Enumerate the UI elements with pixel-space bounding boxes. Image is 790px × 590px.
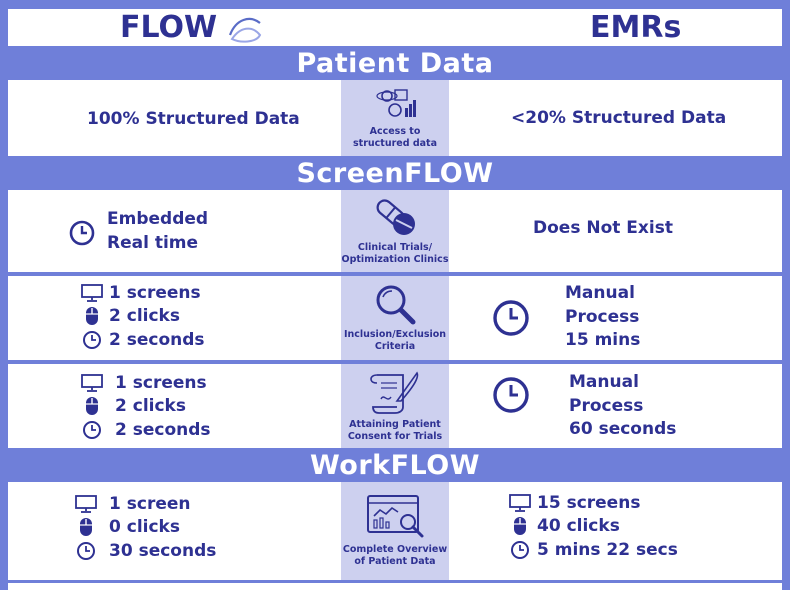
consent-right-2: Process (569, 395, 644, 416)
pill-capsule-icon (376, 199, 415, 235)
clock-icon (75, 541, 97, 561)
clinical-left-1: Embedded (107, 209, 209, 229)
clock-icon (68, 219, 96, 251)
section-patient-data: Patient Data (8, 46, 782, 80)
inclusion-left-3: 2 seconds (109, 329, 205, 350)
clock-icon (81, 420, 103, 440)
clock-icon (509, 540, 531, 560)
section-workflow: WorkFLOW (8, 448, 782, 482)
stat-row: 2 seconds (81, 328, 205, 352)
emrs-title: EMRs (590, 10, 681, 45)
consent-left-1: 1 screens (115, 372, 207, 393)
stat-row: 2 seconds (81, 418, 211, 442)
inclusion-right: Manual Process 15 mins (565, 282, 640, 353)
inclusion-right-1: Manual (565, 283, 635, 303)
structured-left: 100% Structured Data (87, 109, 300, 129)
consent-right-1: Manual (569, 372, 639, 392)
monitor-icon (75, 494, 97, 514)
inclusion-left: 1 screens 2 clicks 2 seconds (81, 281, 205, 352)
inclusion-left-2: 2 clicks (109, 306, 180, 327)
clinical-left-2: Real time (107, 232, 199, 253)
stat-row: 1 screens (81, 281, 205, 305)
bottom-strip (8, 583, 782, 590)
consent-left-2: 2 clicks (115, 396, 186, 417)
inclusion-middle: Inclusion/Exclusion Criteria (341, 276, 449, 360)
bottom-divider (8, 580, 782, 583)
monitor-icon (81, 373, 103, 393)
monitor-icon (81, 283, 103, 303)
stat-row: 40 clicks (509, 515, 678, 539)
overview-middle: Complete Overview of Patient Data (341, 482, 449, 580)
consent-caption-1: Attaining Patient (349, 419, 441, 430)
section-screenflow: ScreenFLOW (8, 156, 782, 190)
clock-icon (81, 330, 103, 350)
structured-caption-1: Access to (369, 126, 421, 137)
stat-row: 1 screen (75, 492, 216, 516)
flow-logo-icon (226, 13, 264, 49)
stat-row: 2 clicks (81, 305, 205, 329)
structured-middle: Access to structured data (341, 80, 449, 156)
header-panel (8, 9, 782, 46)
overview-right-2: 40 clicks (537, 516, 620, 537)
inclusion-left-1: 1 screens (109, 282, 201, 303)
clinical-middle: Clinical Trials/ Optimization Clinics (341, 190, 449, 272)
scroll-quill-icon (370, 371, 419, 414)
inclusion-caption-2: Criteria (374, 341, 416, 352)
stat-row: 1 screens (81, 371, 211, 395)
consent-middle: Attaining Patient Consent for Trials (341, 364, 449, 448)
consent-caption-2: Consent for Trials (347, 431, 443, 442)
mouse-icon (81, 306, 103, 326)
clinical-caption-2: Optimization Clinics (341, 254, 449, 265)
consent-left-3: 2 seconds (115, 419, 211, 440)
consent-left: 1 screens 2 clicks 2 seconds (81, 371, 211, 442)
overview-caption-1: Complete Overview (342, 544, 448, 555)
overview-left-2: 0 clicks (109, 517, 180, 538)
stat-row: 5 mins 22 secs (509, 538, 678, 562)
consent-right: Manual Process 60 seconds (569, 371, 676, 442)
clinical-caption-1: Clinical Trials/ (357, 242, 433, 253)
mouse-icon (509, 516, 531, 536)
stat-row: 15 screens (509, 491, 678, 515)
dashboard-icon (367, 495, 424, 538)
stat-row: 2 clicks (81, 395, 211, 419)
stat-row: 0 clicks (75, 516, 216, 540)
clinical-left: Embedded Real time (107, 208, 208, 255)
structured-right: <20% Structured Data (511, 108, 727, 128)
clock-icon (492, 299, 530, 341)
inclusion-caption-1: Inclusion/Exclusion (343, 329, 447, 340)
mouse-icon (81, 396, 103, 416)
overview-right-3: 5 mins 22 secs (537, 539, 678, 560)
overview-right-1: 15 screens (537, 492, 641, 513)
mouse-icon (75, 517, 97, 537)
stat-row: 30 seconds (75, 539, 216, 563)
clinical-right: Does Not Exist (533, 218, 673, 238)
consent-right-3: 60 seconds (569, 419, 677, 439)
atom-chart-icon (376, 89, 416, 117)
flow-title: FLOW (120, 10, 217, 45)
inclusion-right-3: 15 mins (565, 330, 641, 350)
overview-left-3: 30 seconds (109, 540, 217, 561)
magnifier-icon (376, 285, 416, 325)
emrs-title-text: EMRs (590, 10, 682, 45)
structured-caption-2: structured data (353, 138, 437, 149)
overview-left: 1 screen 0 clicks 30 seconds (75, 492, 216, 563)
monitor-icon (509, 493, 531, 513)
clock-icon (492, 376, 530, 418)
inclusion-right-2: Process (565, 306, 640, 327)
overview-left-1: 1 screen (109, 493, 191, 514)
flow-title-text: FLOW (120, 10, 218, 45)
overview-caption-2: of Patient Data (354, 556, 436, 567)
overview-right: 15 screens 40 clicks 5 mins 22 secs (509, 491, 678, 562)
